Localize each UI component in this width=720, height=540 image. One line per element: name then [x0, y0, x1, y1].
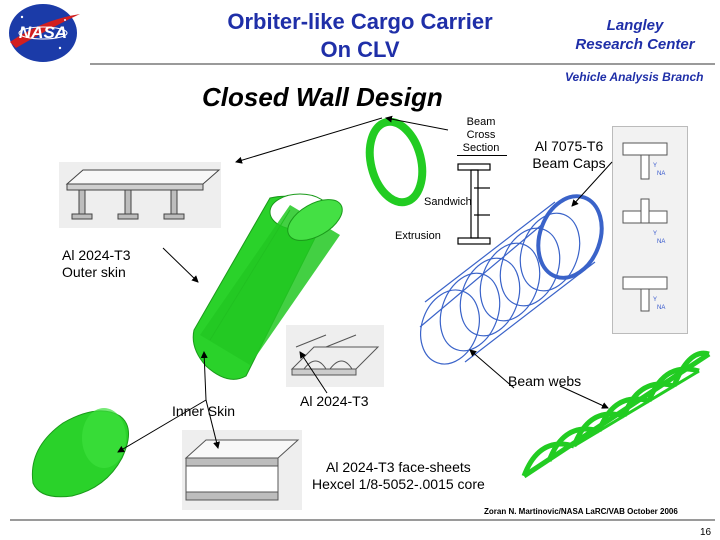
label-line: Section [462, 142, 500, 154]
sandwich-panel-figure [59, 162, 221, 228]
outer-skin-label: Al 2024-T3 Outer skin [62, 247, 130, 281]
beam-webs-figure [514, 336, 714, 486]
i-beam-cross-section [454, 160, 496, 250]
organization-line-1: Langley [606, 17, 664, 34]
svg-text:NA: NA [657, 171, 665, 177]
sandwich-label: Sandwich [424, 196, 472, 208]
section-heading: Closed Wall Design [202, 82, 443, 112]
label-line: Al 2024-T3 face-sheets [326, 459, 471, 475]
svg-text:NA: NA [657, 305, 665, 311]
label-line: Outer skin [62, 264, 126, 280]
page-title: Orbiter-like Cargo Carrier On CLV [200, 8, 520, 64]
page-title-line-2: On CLV [320, 37, 400, 62]
svg-text:Y: Y [653, 163, 657, 169]
beam-cross-section-label: Beam Cross Section [452, 116, 510, 155]
label-line: Beam Caps [532, 155, 606, 171]
label-line: Beam [466, 116, 496, 128]
svg-text:NA: NA [657, 239, 665, 245]
nose-cone-figure [28, 408, 138, 498]
inner-skin-label: Inner Skin [172, 403, 236, 419]
label-line: Al 7075-T6 [534, 138, 604, 154]
label-line: Al 2024-T3 [62, 247, 131, 263]
label-line: Hexcel 1/8-5052-.0015 core [312, 476, 485, 492]
al-2024-label: Al 2024-T3 [300, 393, 369, 409]
footer-rule [10, 519, 715, 521]
organization-line-2: Research Center [575, 36, 695, 53]
nasa-logo: NASA [2, 2, 84, 64]
label-line: Cross [466, 129, 496, 141]
inner-skin-cylinder-figure [180, 195, 360, 375]
page-title-line-1: Orbiter-like Cargo Carrier [227, 9, 493, 34]
section-label-underline [457, 155, 507, 156]
beam-caps-label: Al 7075-T6 Beam Caps [524, 138, 614, 172]
header-rule [90, 63, 715, 65]
organization-name: Langley Research Center [560, 16, 710, 54]
svg-text:Y: Y [653, 297, 657, 303]
extrusion-label: Extrusion [395, 230, 441, 242]
nasa-logo-text: NASA [18, 23, 68, 42]
beam-webs-label: Beam webs [508, 373, 582, 389]
page-number: 16 [700, 527, 712, 538]
credit-line: Zoran N. Martinovic/NASA LaRC/VAB Octobe… [484, 507, 678, 516]
branch-name: Vehicle Analysis Branch [565, 70, 704, 84]
frame-structure-figure [395, 192, 615, 372]
svg-text:Y: Y [653, 231, 657, 237]
face-sheets-label: Al 2024-T3 face-sheets Hexcel 1/8-5052-.… [312, 459, 485, 493]
